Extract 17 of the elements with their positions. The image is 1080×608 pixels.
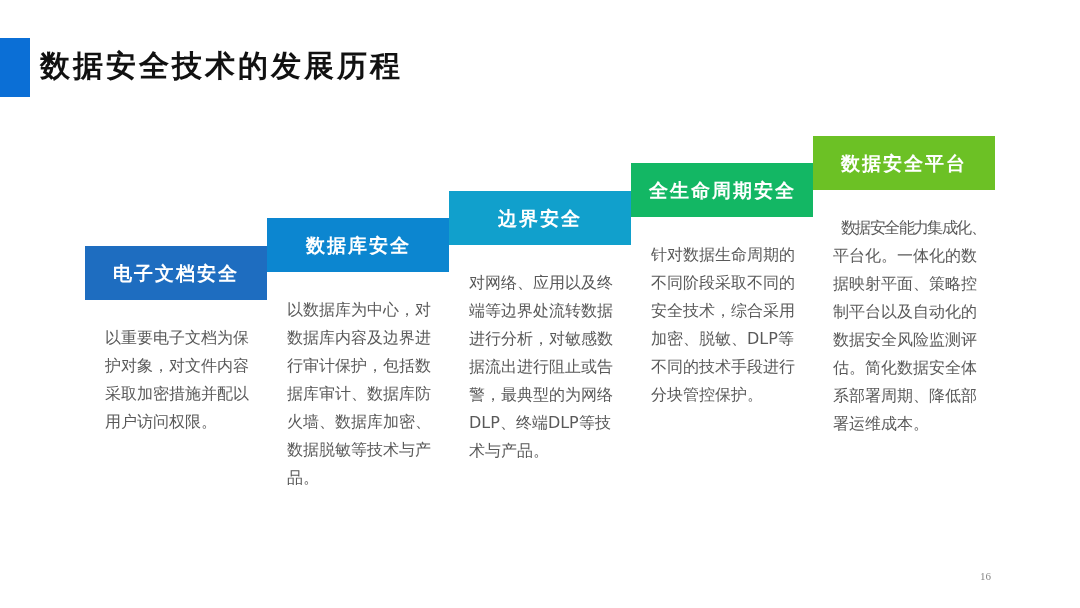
stage-header-bar bbox=[631, 163, 813, 217]
stage-description: 以数据库为中心，对数据库内容及边界进行审计保护，包括数据库审计、数据库防火墙、数据库加密、数据脱敏等技术与产品。 bbox=[287, 299, 432, 489]
stage-header-bar bbox=[85, 246, 267, 300]
stage-header-bar bbox=[813, 136, 995, 190]
stage-title: 数据库安全 bbox=[305, 233, 411, 258]
stage-header-bar bbox=[267, 218, 449, 272]
page-number: 16 bbox=[980, 569, 991, 584]
stage-title: 电子文档安全 bbox=[113, 261, 239, 286]
stage-title: 边界安全 bbox=[498, 206, 582, 231]
stage-description: 针对数据生命周期的不同阶段采取不同的安全技术，综合采用加密、脱敏、DLP等不同的技术手段进行分块管控保护。 bbox=[651, 244, 796, 406]
stage-description: 以重要电子文档为保护对象，对文件内容采取加密措施并配以用户访问权限。 bbox=[105, 327, 250, 433]
stage-header-bar bbox=[449, 191, 631, 245]
slide-title: 数据安全技术的发展历程 bbox=[40, 47, 403, 85]
stage-title: 全生命周期安全 bbox=[648, 178, 796, 203]
stage-description: 对网络、应用以及终端等边界处流转数据进行分析，对敏感数据流出进行阻止或告警，最典型的为网络DLP、终端DLP等技术与产品。 bbox=[469, 272, 614, 462]
stage-description: 数据安全能力集成化、平台化。一体化的数据映射平面、策略控制平台以及自动化的数据安全风险监测评估。简化数据安全体系部署周期、降低部署运维成本。 bbox=[833, 217, 986, 435]
stage-title: 数据安全平台 bbox=[841, 151, 967, 176]
